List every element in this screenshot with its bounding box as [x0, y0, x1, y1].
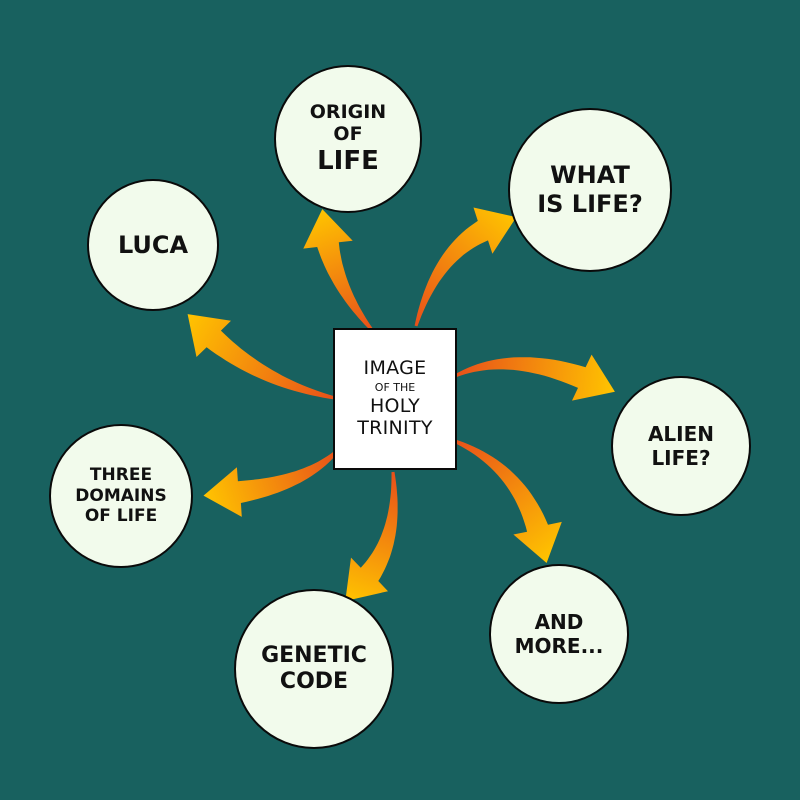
- topic-label-alien-line-1: ALIEN: [647, 422, 715, 446]
- arrow-to-more: [451, 438, 562, 563]
- topic-label-whatis-line-2: IS LIFE?: [537, 190, 643, 218]
- center-line-2: OF THE: [374, 380, 416, 394]
- arrow-to-origin: [303, 209, 374, 331]
- topic-label-luca-line-1: LUCA: [117, 230, 189, 259]
- center-line-3: HOLY: [369, 395, 421, 418]
- topic-label-genetic-line-1: GENETIC: [261, 642, 367, 668]
- topic-label-origin-line-3: LIFE: [317, 146, 379, 177]
- topic-label-whatis-line-1: WHAT: [550, 161, 630, 190]
- topic-label-domains-line-3: OF LIFE: [84, 506, 158, 527]
- topic-label-origin-line-1: ORIGIN: [309, 100, 387, 123]
- arrow-to-alien: [454, 354, 615, 401]
- arrow-to-whatis: [414, 207, 517, 327]
- center-topic-box: IMAGE OF THE HOLY TRINITY: [333, 328, 457, 470]
- center-line-4: TRINITY: [357, 417, 433, 440]
- arrow-to-domains: [203, 449, 340, 517]
- topic-label-more-line-1: AND: [534, 610, 584, 634]
- topic-label-alien-line-2: LIFE?: [651, 446, 711, 470]
- topic-label-genetic-line-2: CODE: [279, 669, 349, 694]
- topic-label-origin-line-2: OF: [333, 123, 363, 146]
- arrow-to-luca: [187, 314, 336, 400]
- topic-label-more-line-2: MORE...: [514, 634, 604, 658]
- topic-circle-luca: LUCA: [87, 179, 219, 311]
- arrow-to-genetic: [345, 471, 398, 601]
- center-line-1: IMAGE: [363, 356, 427, 379]
- topic-label-domains-line-1: THREE: [89, 465, 153, 486]
- topic-label-domains-line-2: DOMAINS: [75, 485, 167, 506]
